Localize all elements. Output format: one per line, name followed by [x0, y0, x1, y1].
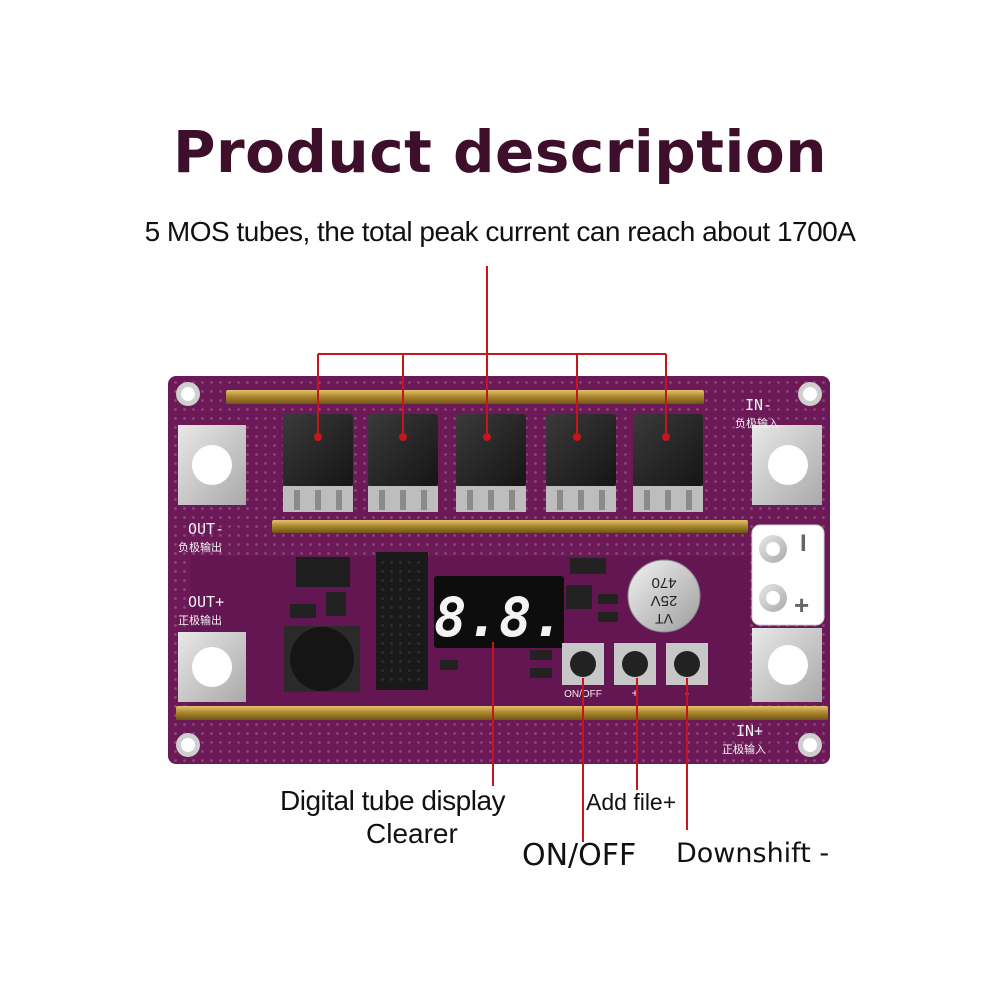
terminal-pads: [178, 425, 822, 702]
mosfet-5: [633, 414, 703, 512]
ic-chip: [376, 552, 428, 690]
in-plus-label: IN+: [736, 722, 763, 740]
add-file-caption: Add file+: [586, 789, 677, 815]
add-file-button: [614, 643, 656, 685]
small-components: [290, 557, 618, 678]
out-minus-cn: 负极输出: [178, 540, 222, 554]
buzzer: [284, 626, 360, 692]
page-title: Product description: [172, 118, 828, 186]
downshift-button: [666, 643, 708, 685]
out-minus-label: OUT-: [188, 520, 224, 538]
in-plus-cn: 正极输入: [722, 742, 766, 756]
display-caption: Digital tube display: [280, 785, 506, 816]
plus-silkscreen: +: [631, 686, 638, 700]
callout-dots: [314, 433, 670, 441]
out-plus-label: OUT+: [188, 593, 224, 611]
mosfet-4: [546, 414, 616, 512]
in-minus-label: IN-: [745, 396, 772, 414]
digital-tube-display: 8.8.: [434, 576, 564, 649]
silkscreen-labels: IN- 负极输入 OUT- 负极输出 OUT+ 正极输出 IN+ 正极输入: [178, 396, 779, 756]
downshift-caption: Downshift -: [676, 838, 830, 869]
display-readout: 8.8.: [434, 586, 564, 649]
mounting-holes: [176, 382, 822, 757]
mosfet-row: [283, 414, 703, 512]
subtitle: 5 MOS tubes, the total peak current can …: [144, 216, 856, 247]
out-plus-cn: 正极输出: [178, 613, 222, 627]
callout-lines: [317, 266, 688, 842]
terminal-plus-mark: +: [794, 590, 809, 620]
capacitor-voltage: 25V: [651, 592, 678, 609]
copper-bars: [176, 390, 828, 720]
clearer-caption: Clearer: [366, 818, 458, 849]
capacitor-value: 470: [651, 574, 676, 591]
terminal-minus-mark: I: [800, 530, 807, 557]
mosfet-2: [368, 414, 438, 512]
capacitor-mark: VT: [655, 611, 673, 627]
capacitor: VT 25V 470: [627, 559, 701, 633]
onoff-caption: ON/OFF: [522, 838, 637, 873]
in-minus-cn: 负极输入: [735, 416, 779, 430]
mosfet-3: [456, 414, 526, 512]
power-input-terminals: I +: [751, 524, 825, 626]
mosfet-1: [283, 414, 353, 512]
